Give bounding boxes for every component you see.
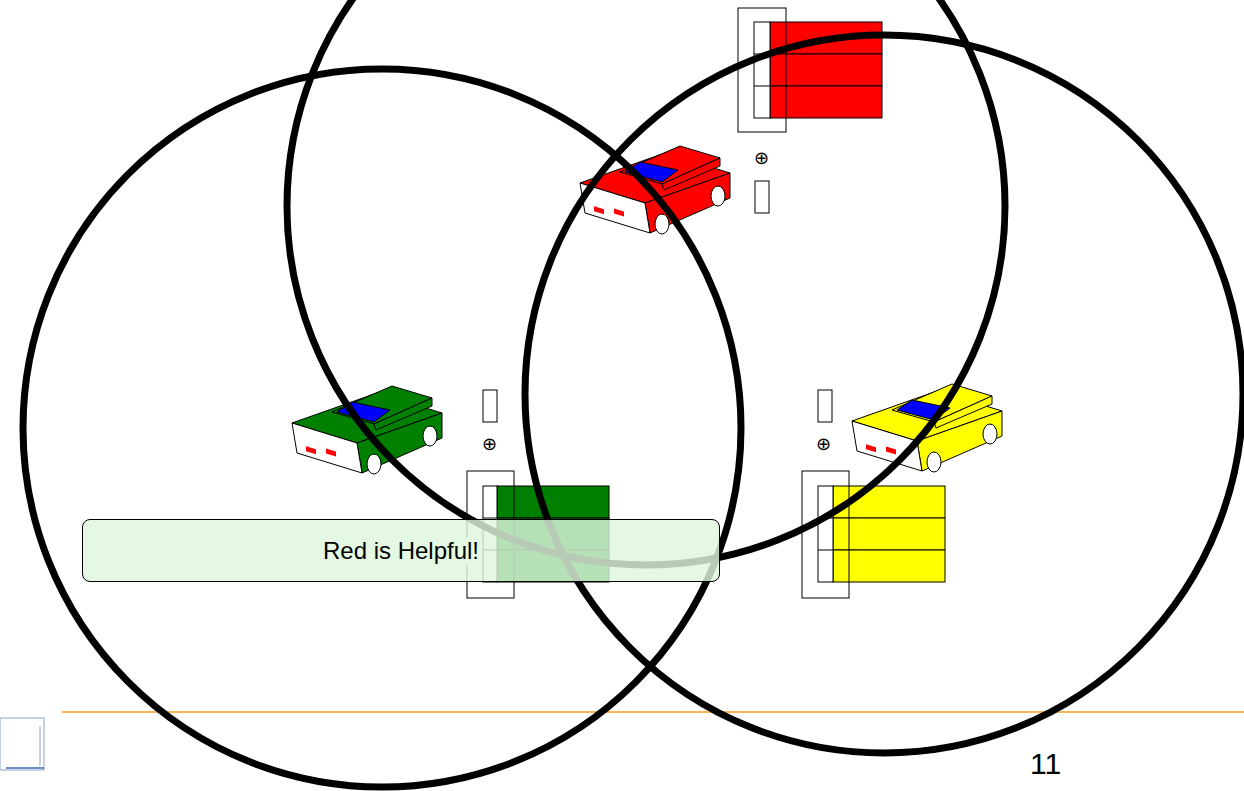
xor-symbol: ⊕	[816, 435, 831, 453]
callout-text: Red is Helpful!	[320, 537, 482, 565]
footer-rule	[62, 711, 1244, 713]
xor-symbol: ⊕	[482, 435, 497, 453]
range-circle	[23, 0, 1243, 787]
page-number: 11	[1030, 749, 1061, 779]
corner-icon	[0, 718, 44, 770]
callout-box: Red is Helpful!	[82, 519, 720, 582]
xor-symbol: ⊕	[754, 149, 769, 167]
